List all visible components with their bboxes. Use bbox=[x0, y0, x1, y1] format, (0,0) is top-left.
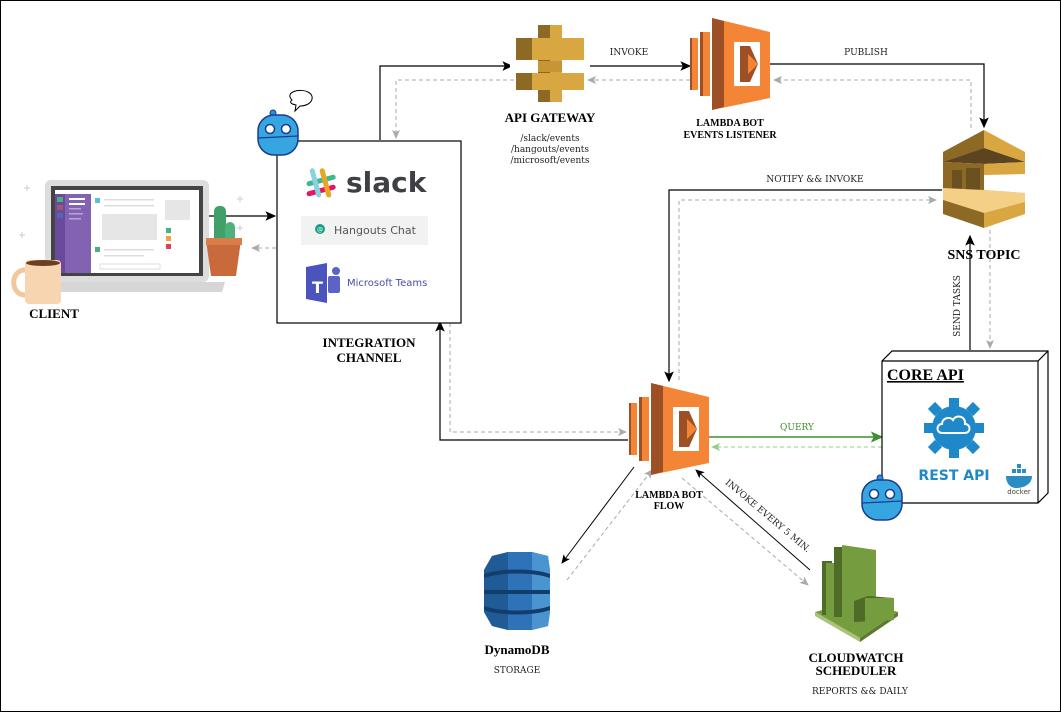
api-route: /microsoft/events bbox=[511, 156, 590, 166]
api-route: /hangouts/events bbox=[511, 145, 589, 155]
bot-mascot-icon bbox=[861, 474, 903, 521]
cloudwatch-title-line1: CLOUDWATCH bbox=[808, 650, 903, 665]
cloudwatch-title-line2: SCHEDULER bbox=[816, 663, 898, 678]
integration-title-line2: CHANNEL bbox=[336, 350, 401, 365]
lambda-flow-node[interactable]: LAMBDA BOT FLOW bbox=[629, 383, 709, 512]
docker-icon: docker bbox=[1006, 464, 1032, 496]
dynamodb-title: DynamoDB bbox=[484, 642, 549, 657]
cloudwatch-icon bbox=[815, 545, 898, 642]
teams-label: Microsoft Teams bbox=[347, 278, 427, 289]
api-route: /slack/events bbox=[520, 134, 580, 144]
integration-channel-node[interactable]: slack @ Hangouts Chat T Microsoft Teams … bbox=[276, 140, 462, 365]
dynamodb-subtitle: STORAGE bbox=[494, 666, 541, 676]
cactus-icon bbox=[206, 206, 242, 276]
edge-integration-to-flow bbox=[449, 323, 627, 436]
sns-topic-node[interactable]: SNS TOPIC bbox=[943, 130, 1025, 263]
coffee-mug-icon bbox=[11, 260, 61, 304]
core-api-node[interactable]: CORE API REST API docker bbox=[881, 350, 1049, 504]
edge-sns-to-flow bbox=[664, 189, 942, 383]
edge-label-notify-invoke: NOTIFY && INVOKE bbox=[766, 175, 863, 185]
teams-icon bbox=[306, 263, 327, 303]
edge-api-to-integration bbox=[392, 79, 514, 139]
edge-flow-to-sns bbox=[678, 196, 937, 380]
api-gateway-title: API GATEWAY bbox=[505, 110, 596, 125]
edge-flow-to-dynamo bbox=[561, 466, 635, 564]
edge-flow-to-integration bbox=[435, 320, 628, 441]
lambda-flow-title-line1: LAMBDA BOT bbox=[635, 490, 703, 501]
lambda-listener-title-line2: EVENTS LISTENER bbox=[683, 130, 777, 141]
lambda-listener-title-line1: LAMBDA BOT bbox=[696, 118, 764, 129]
bot-mascot-icon bbox=[257, 89, 313, 156]
rest-api-gear-icon bbox=[924, 398, 984, 458]
lambda-icon bbox=[690, 18, 770, 110]
edge-label-publish: PUBLISH bbox=[844, 48, 888, 58]
cloudwatch-subtitle: REPORTS && DAILY bbox=[812, 687, 909, 697]
laptop-icon bbox=[35, 180, 225, 292]
edge-label-send-tasks: SEND TASKS bbox=[953, 275, 963, 337]
client-node[interactable]: CLIENT bbox=[11, 180, 243, 321]
rest-api-label: REST API bbox=[918, 468, 989, 484]
sns-icon bbox=[943, 130, 1025, 228]
slack-logo-icon bbox=[306, 168, 336, 198]
edges bbox=[203, 61, 994, 586]
api-gateway-node[interactable]: API GATEWAY /slack/events /hangouts/even… bbox=[505, 25, 596, 166]
edge-label-invoke: INVOKE bbox=[610, 48, 648, 58]
speech-bubble-icon bbox=[289, 89, 313, 113]
edge-label-query: QUERY bbox=[780, 423, 815, 433]
dynamodb-icon bbox=[484, 552, 550, 630]
lambda-listener-node[interactable]: LAMBDA BOT EVENTS LISTENER bbox=[683, 18, 777, 141]
cloudwatch-node[interactable]: CLOUDWATCH SCHEDULER REPORTS && DAILY bbox=[808, 545, 909, 697]
api-gateway-icon bbox=[510, 25, 590, 102]
hangouts-chat-badge: @ Hangouts Chat bbox=[301, 216, 428, 245]
edge-sns-to-listener bbox=[773, 76, 972, 128]
svg-text:T: T bbox=[312, 278, 323, 297]
sns-title: SNS TOPIC bbox=[947, 248, 1020, 263]
core-api-title: CORE API bbox=[887, 367, 964, 384]
docker-label: docker bbox=[1007, 488, 1031, 496]
integration-title-line1: INTEGRATION bbox=[323, 335, 417, 350]
slack-wordmark: slack bbox=[346, 166, 428, 199]
microsoft-teams-logo: T Microsoft Teams bbox=[306, 263, 427, 303]
edge-dynamo-to-flow bbox=[566, 469, 653, 581]
lambda-flow-title-line2: FLOW bbox=[654, 501, 685, 512]
hangouts-icon bbox=[315, 224, 325, 234]
edge-label-invoke-every: INVOKE EVERY 5 MIN. bbox=[723, 478, 812, 555]
sparkle-icons bbox=[19, 185, 243, 238]
svg-text:@: @ bbox=[317, 227, 323, 234]
edge-integration-to-api bbox=[379, 61, 514, 140]
edge-listener-to-sns bbox=[770, 63, 989, 129]
edge-cloudwatch-to-flow bbox=[695, 469, 811, 571]
dynamodb-node[interactable]: DynamoDB STORAGE bbox=[484, 552, 550, 676]
hangouts-label: Hangouts Chat bbox=[334, 224, 417, 237]
lambda-icon bbox=[629, 383, 709, 475]
client-title: CLIENT bbox=[29, 306, 79, 321]
